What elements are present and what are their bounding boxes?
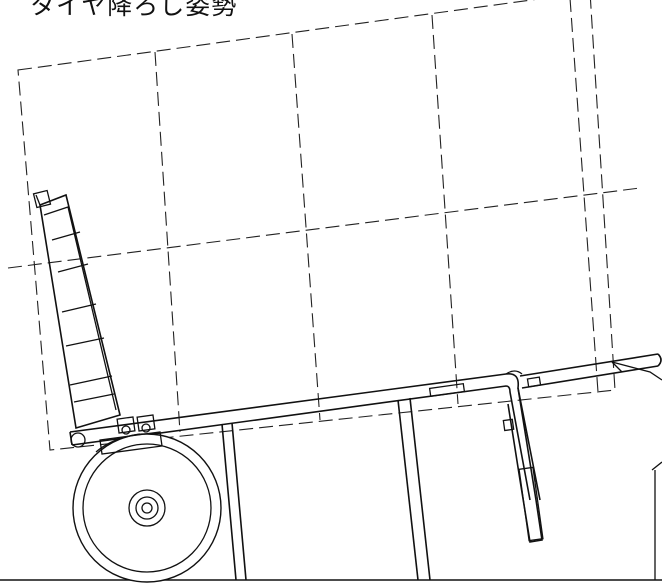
slope-outline (611, 361, 662, 580)
dashed-load-outline (7, 0, 641, 451)
frame-brackets (116, 382, 515, 435)
wheel (72, 433, 222, 583)
axle-mount (99, 431, 163, 455)
back-rest (32, 189, 121, 430)
drawing-caption: タイヤ降ろし姿勢 (30, 0, 238, 20)
main-frame (69, 370, 541, 501)
handle-bar (519, 353, 662, 389)
support-legs (221, 387, 544, 581)
